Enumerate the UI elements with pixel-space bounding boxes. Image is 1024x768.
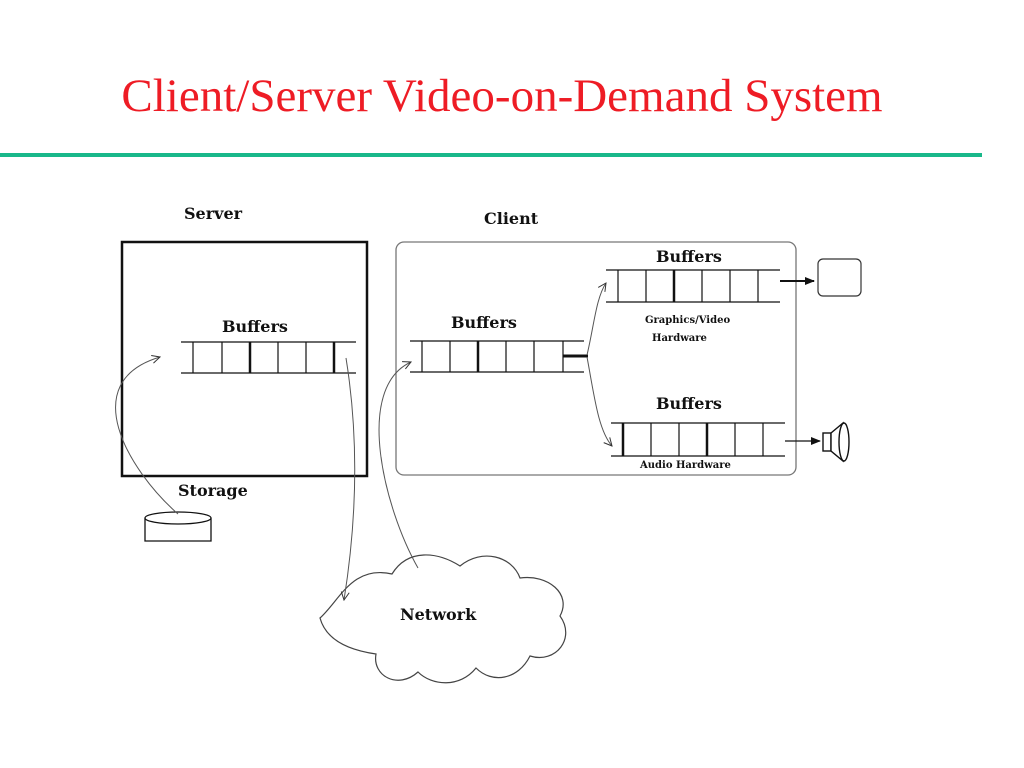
disk-cylinder-icon	[144, 511, 212, 542]
title-divider	[0, 153, 982, 157]
video-buffer-queue	[606, 269, 780, 303]
network-cloud-icon	[319, 554, 567, 684]
server-label: Server	[184, 204, 243, 223]
video-hardware-label-line1: Graphics/Video	[645, 315, 731, 326]
server-buffer-queue	[181, 341, 356, 374]
storage-to-server-buffers-connector	[115, 357, 179, 515]
client-to-audio-connector	[586, 356, 612, 446]
video-buffers-label: Buffers	[656, 247, 722, 266]
client-buffer-queue	[410, 340, 588, 373]
client-buffers-label: Buffers	[451, 313, 517, 332]
client-to-video-connector	[586, 283, 606, 356]
network-to-client-connector	[378, 362, 419, 569]
server-box	[120, 240, 369, 478]
server-to-network-connector	[344, 357, 356, 600]
server-buffers-label: Buffers	[222, 317, 288, 336]
audio-hardware-label: Audio Hardware	[640, 460, 731, 471]
storage-label: Storage	[178, 481, 248, 500]
client-label: Client	[484, 209, 539, 228]
speaker-icon	[822, 421, 850, 463]
video-hardware-label-line2: Hardware	[652, 333, 707, 344]
audio-buffers-label: Buffers	[656, 394, 722, 413]
data-flow-connectors	[115, 283, 612, 600]
audio-buffer-queue	[611, 422, 785, 457]
slide-title: Client/Server Video-on-Demand System	[121, 70, 883, 122]
client-box	[395, 241, 797, 476]
network-label: Network	[400, 605, 477, 624]
monitor-icon	[817, 258, 862, 297]
